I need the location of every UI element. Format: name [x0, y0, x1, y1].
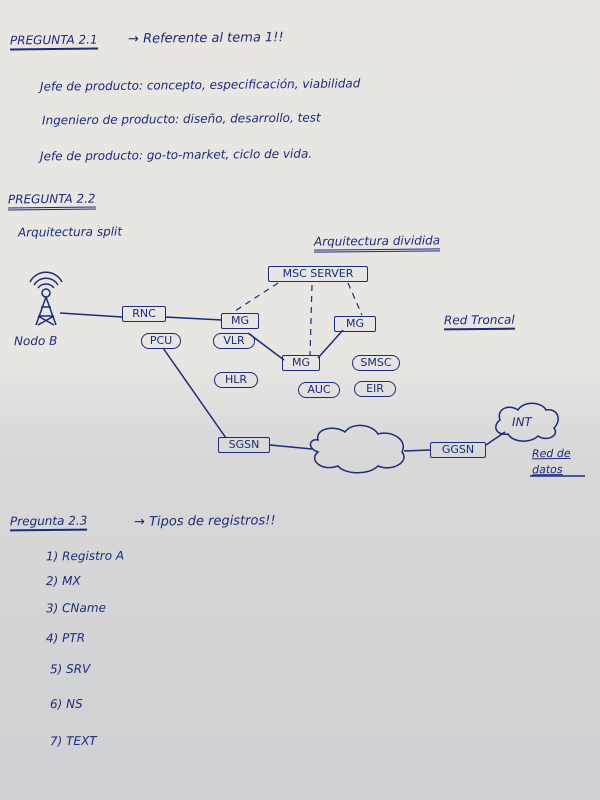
msc-server-node: MSC SERVER	[268, 266, 368, 282]
mg3-node: MG	[334, 316, 376, 332]
link-sgsn-cloud	[269, 444, 313, 450]
link-msc-mg2	[309, 284, 313, 356]
mg2-node: MG	[282, 355, 320, 371]
nodo-b-label: Nodo B	[13, 333, 58, 349]
hlr-node: HLR	[214, 372, 258, 388]
link-mg2-mg3	[317, 329, 344, 359]
q23-item-5: 5) SRV	[49, 661, 91, 677]
q23-item-2: 2) MX	[45, 573, 81, 589]
q23-item-3: 3) CName	[45, 600, 106, 616]
cloud-icon	[309, 424, 405, 474]
ggsn-node: GGSN	[430, 442, 486, 458]
q23-item-4: 4) PTR	[45, 630, 86, 646]
link-msc-mg1	[231, 282, 279, 314]
antenna-icon	[29, 271, 63, 326]
smsc-node: SMSC	[352, 355, 400, 371]
rnc-node: RNC	[122, 306, 166, 322]
q23-item-7: 7) TEXT	[49, 733, 97, 749]
link-nodob-rnc	[59, 312, 123, 318]
internet-label: INT	[511, 414, 532, 430]
link-rnc-mg	[164, 316, 223, 321]
pcu-node: PCU	[141, 333, 181, 349]
eir-node: EIR	[354, 381, 396, 397]
sgsn-node: SGSN	[218, 437, 270, 453]
q23-heading: Pregunta 2.3	[9, 513, 88, 532]
q23-item-1: 1) Registro A	[45, 548, 125, 564]
link-msc-mg3	[347, 282, 363, 316]
mg1-node: MG	[221, 313, 259, 329]
auc-node: AUC	[298, 382, 340, 398]
q23-item-6: 6) NS	[49, 696, 83, 712]
link-pcu-sgsn	[162, 347, 227, 439]
link-cloud-ggsn	[403, 449, 431, 452]
vlr-node: VLR	[213, 333, 255, 349]
internet-cloud-icon	[495, 402, 559, 442]
q23-arrow-note: → Tipos de registros!!	[133, 513, 276, 530]
